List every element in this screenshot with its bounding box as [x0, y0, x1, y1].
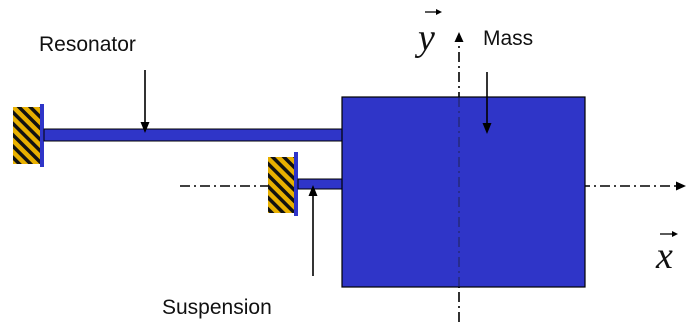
- resonator-label: Resonator: [39, 33, 136, 56]
- resonator-beam: [43, 128, 343, 142]
- y-axis-arrowhead: [454, 32, 464, 42]
- mass-pointer: [482, 72, 492, 134]
- mass-label: Mass: [483, 27, 533, 50]
- suspension-anchor-hatch: [268, 157, 294, 213]
- suspension-pointer: [308, 185, 318, 276]
- suspension-anchor-plate: [294, 152, 298, 216]
- left-anchor: [13, 104, 44, 167]
- left-anchor-plate: [40, 104, 44, 167]
- y-axis-symbol: y: [414, 17, 435, 59]
- y-vector-arrow-icon: [425, 9, 442, 15]
- suspension-anchor: [268, 152, 298, 216]
- x-axis-arrowhead: [676, 181, 686, 191]
- x-axis-label: x: [655, 231, 678, 277]
- suspension-label: Suspension: [162, 296, 272, 319]
- proof-mass: [341, 96, 586, 288]
- x-axis-symbol: x: [655, 235, 673, 277]
- resonator-pointer: [140, 70, 150, 133]
- x-vector-arrow-icon: [660, 231, 678, 237]
- suspension-beam: [297, 178, 343, 190]
- y-axis-label: y: [414, 9, 442, 59]
- left-anchor-hatch: [13, 107, 40, 164]
